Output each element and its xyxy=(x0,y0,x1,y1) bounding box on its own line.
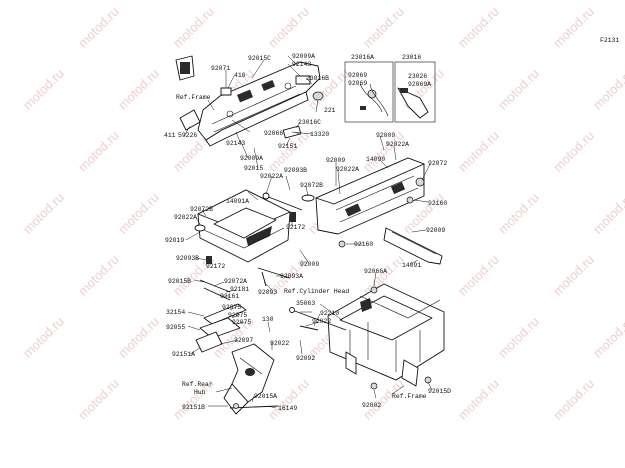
part-label: 35063 xyxy=(296,300,315,307)
part-label: 92072B xyxy=(190,206,213,213)
part-label: 92009 xyxy=(326,157,345,164)
bracket-411 xyxy=(179,109,201,131)
part-label: 92009 xyxy=(300,261,319,268)
side-bracket-92071 xyxy=(175,55,195,81)
part-label: 92072 xyxy=(428,160,447,167)
diagram-code: F2131 xyxy=(600,37,619,44)
part-label: 23016B xyxy=(306,75,329,82)
part-label: 13320 xyxy=(310,131,329,138)
part-label: 92002 xyxy=(362,402,381,409)
plate-92055 xyxy=(199,317,241,339)
grommet-92160 xyxy=(338,240,346,248)
lever-32154 xyxy=(203,303,247,325)
part-label: 92015C xyxy=(248,55,271,62)
part-label: Hub xyxy=(194,389,206,396)
part-label: 92210 xyxy=(320,310,339,317)
part-label: 92009A xyxy=(292,53,315,60)
part-label: 410 xyxy=(234,72,246,79)
part-label: 92143 xyxy=(292,61,311,68)
part-label: 92151 xyxy=(278,143,297,150)
harness-box-23016A xyxy=(344,61,394,123)
part-label: 23016C xyxy=(298,119,321,126)
rod-35063 xyxy=(289,307,347,331)
storage-box-14091A xyxy=(197,189,291,263)
part-label: 92143 xyxy=(226,140,245,147)
part-labels: 92015C 92009A 92143 23016B 23016A 23016 … xyxy=(164,53,451,412)
upper-cover-panel xyxy=(197,61,321,147)
cover-14090 xyxy=(315,157,425,235)
part-label: 92022A xyxy=(174,214,197,221)
part-label: 16149 xyxy=(278,405,297,412)
hub-arm-assembly xyxy=(223,343,279,415)
part-label: 14090 xyxy=(366,156,385,163)
leader-lines xyxy=(183,55,433,409)
part-label: Ref.Cylinder Head xyxy=(284,288,349,295)
part-label: 92072B xyxy=(300,182,323,189)
part-label: 92072A xyxy=(224,278,247,285)
part-label: 92022A xyxy=(386,141,409,148)
part-label: 92181 xyxy=(230,286,249,293)
switch-23016C xyxy=(282,125,313,139)
part-label: 92022 xyxy=(270,340,289,347)
part-label: 92161 xyxy=(220,293,239,300)
part-label: 92160 xyxy=(354,241,373,248)
part-label: 92093B xyxy=(176,255,199,262)
part-label: 411 xyxy=(164,132,176,139)
part-label: 92071 xyxy=(211,65,230,72)
part-label: 59226 xyxy=(178,132,197,139)
part-label: 92069A xyxy=(408,81,431,88)
part-label: 23026 xyxy=(408,73,427,80)
part-label: 130 xyxy=(262,316,274,323)
clip-92172 xyxy=(206,212,296,264)
part-label: Ref.Frame xyxy=(176,94,211,101)
part-label: 92075 xyxy=(232,319,251,326)
part-label: 92151B xyxy=(182,404,205,411)
part-label: 221 xyxy=(324,107,336,114)
part-label: 14091 xyxy=(402,262,421,269)
part-label: 92015 xyxy=(244,165,263,172)
part-label: 92009A xyxy=(240,155,263,162)
part-label: 92160 xyxy=(428,200,447,207)
part-label: 92172 xyxy=(286,224,305,231)
bracket-14091 xyxy=(383,227,443,265)
connector-23016B xyxy=(295,75,324,101)
harness-box-23016 xyxy=(394,61,436,123)
part-label: 92022 xyxy=(312,318,331,325)
part-label: 92093 xyxy=(258,289,277,296)
part-label: 92055 xyxy=(166,324,185,331)
link-92015B xyxy=(199,279,231,301)
part-label: 92022A xyxy=(336,166,359,173)
part-label: 32154 xyxy=(166,309,185,316)
part-label: 32097 xyxy=(234,337,253,344)
part-label: 92093B xyxy=(284,167,307,174)
cable-guide-410 xyxy=(220,87,232,96)
part-label: 92022A xyxy=(260,173,283,180)
part-label: Ref.Frame xyxy=(392,393,427,400)
part-label: 92069 xyxy=(348,72,367,79)
part-label: 92092 xyxy=(296,355,315,362)
part-label: 23016A xyxy=(351,54,374,61)
part-label: 92015D xyxy=(428,388,451,395)
part-label: 92009 xyxy=(426,227,445,234)
part-label: 92069 xyxy=(348,80,367,87)
bolt-92210 xyxy=(299,325,319,331)
part-label: 92066 xyxy=(264,130,283,137)
part-label: 92172 xyxy=(206,263,225,270)
part-label: 92093A xyxy=(280,273,303,280)
part-label: 92019 xyxy=(165,237,184,244)
part-label: 14091A xyxy=(226,198,249,205)
rod-92093B xyxy=(262,192,303,211)
part-label: 92066A xyxy=(364,268,387,275)
part-label: 92075 xyxy=(222,304,241,311)
frame-assembly xyxy=(327,283,445,390)
part-label: 92009 xyxy=(376,132,395,139)
part-label: 23016 xyxy=(402,54,421,61)
part-label: 92075 xyxy=(228,312,247,319)
part-label: Ref.Rear xyxy=(182,381,213,388)
part-label: 92015A xyxy=(254,393,277,400)
part-label: 92015B xyxy=(168,278,191,285)
part-label: 92151A xyxy=(172,351,195,358)
